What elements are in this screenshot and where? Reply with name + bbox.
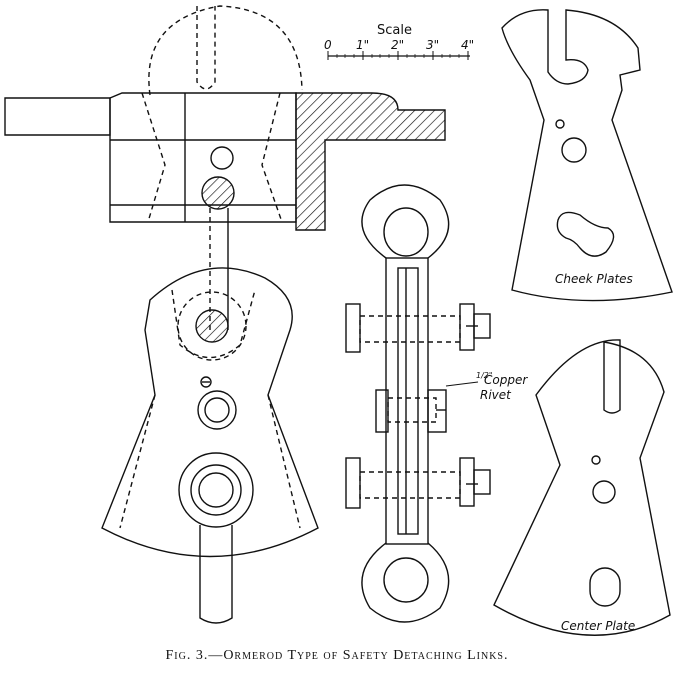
scale-tick-1: 1" <box>356 38 369 52</box>
scale-title: Scale <box>377 23 412 38</box>
center-plate: Center Plate <box>493 339 671 636</box>
figure-caption: Fig. 3.—Ormerod Type of Safety Detaching… <box>165 648 509 663</box>
cheek-plates-label: Cheek Plates <box>555 272 633 286</box>
copper-rivet-label: 1/2" Copper Rivet <box>445 371 528 402</box>
copper-fraction: 1/2" <box>476 371 493 380</box>
scale-tick-3: 3" <box>426 38 439 52</box>
scale-bar: Scale 0 1" 2" 3" 4" <box>324 23 474 60</box>
edge-view-link <box>345 184 491 623</box>
front-view-link <box>101 267 319 624</box>
scale-tick-4: 4" <box>461 38 474 52</box>
cheek-plate: Cheek Plates <box>501 9 673 302</box>
center-plate-label: Center Plate <box>561 619 635 633</box>
scale-tick-2: 2" <box>391 38 404 52</box>
scale-tick-0: 0 <box>324 38 332 52</box>
side-view-assembly <box>4 5 446 330</box>
copper-label: Copper <box>484 373 528 387</box>
rivet-label: Rivet <box>480 388 512 402</box>
